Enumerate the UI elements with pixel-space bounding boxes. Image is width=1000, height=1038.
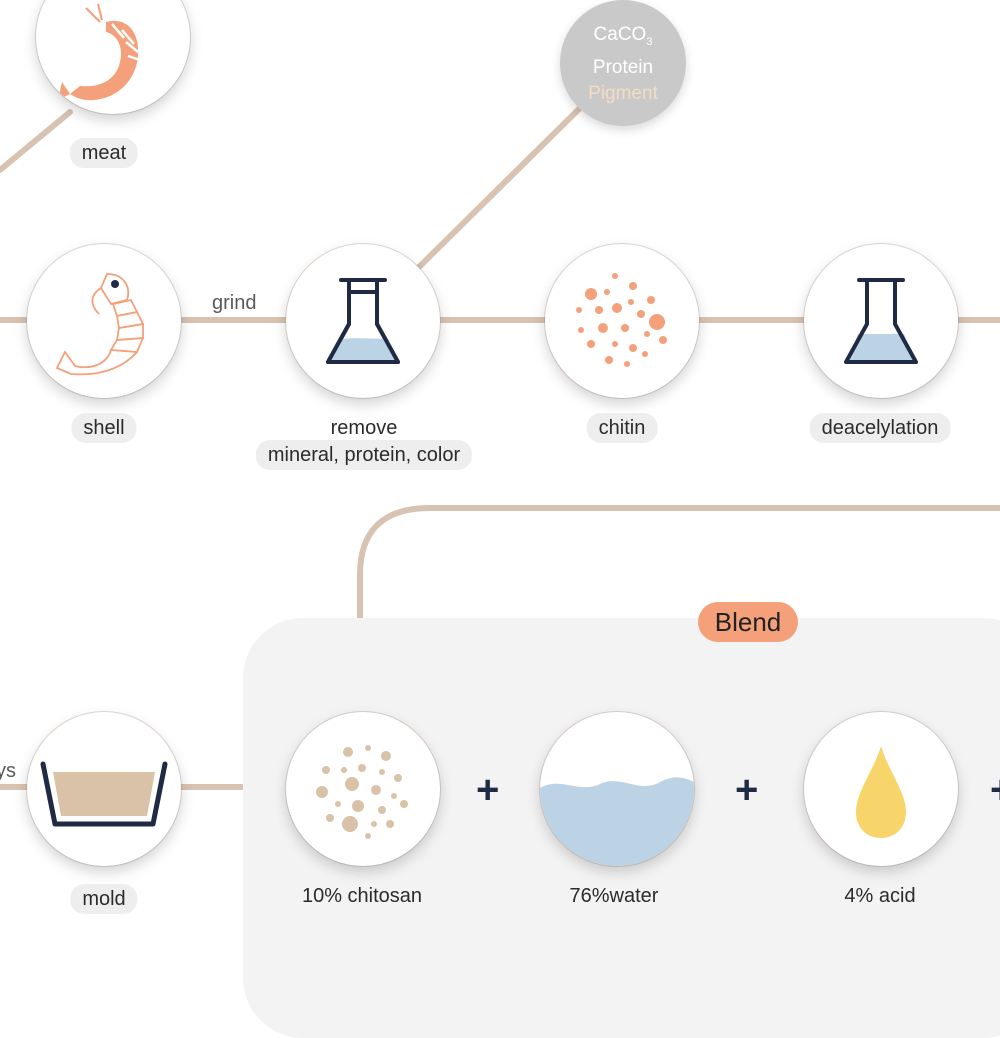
remove-label: remove: [330, 417, 398, 439]
mold-label: mold: [70, 884, 138, 914]
meat-label: meat: [69, 138, 139, 168]
caco3-subscript: 3: [646, 35, 653, 48]
chitosan-node: [286, 712, 440, 866]
plus-sign: +: [990, 770, 1000, 810]
shrimp-shell-icon: [55, 273, 145, 376]
remove-node: [286, 244, 440, 398]
meat-node: [36, 0, 190, 114]
waste-byproducts-circle: CaCO3 Protein Pigment: [560, 0, 686, 126]
acid-node: [804, 712, 958, 866]
water-label: 76%water: [569, 885, 659, 907]
chitosan-label: 10% chitosan: [301, 885, 423, 907]
acid-label: 4% acid: [844, 885, 916, 907]
left-fragment-label: ys: [0, 760, 16, 782]
protein-label: Protein: [592, 56, 654, 78]
caco3-label: CaCO: [593, 24, 647, 45]
chitin-node: [545, 244, 699, 398]
flask-icon: [844, 278, 918, 364]
plus-sign: +: [735, 768, 759, 812]
shell-node: [27, 244, 181, 398]
acid-drop-icon: [856, 746, 906, 838]
blend-badge: Blend: [698, 602, 798, 642]
mold-tray-icon: [40, 761, 168, 827]
mold-node: [27, 712, 181, 866]
flask-icon: [326, 278, 400, 364]
plus-sign: +: [476, 768, 500, 812]
deacetylation-node: [804, 244, 958, 398]
deacetylation-label: deacelylation: [809, 413, 951, 443]
water-icon: [540, 777, 694, 866]
water-node: [540, 712, 694, 866]
chitin-label: chitin: [586, 413, 658, 443]
grind-label: grind: [212, 292, 257, 314]
shrimp-meat-icon: [58, 3, 141, 101]
remove-detail-label: mineral, protein, color: [255, 440, 473, 470]
chitin-particles-icon: [576, 273, 667, 367]
shell-label: shell: [71, 413, 137, 443]
pigment-label: Pigment: [588, 82, 658, 104]
chitosan-particles-icon: [316, 745, 408, 839]
